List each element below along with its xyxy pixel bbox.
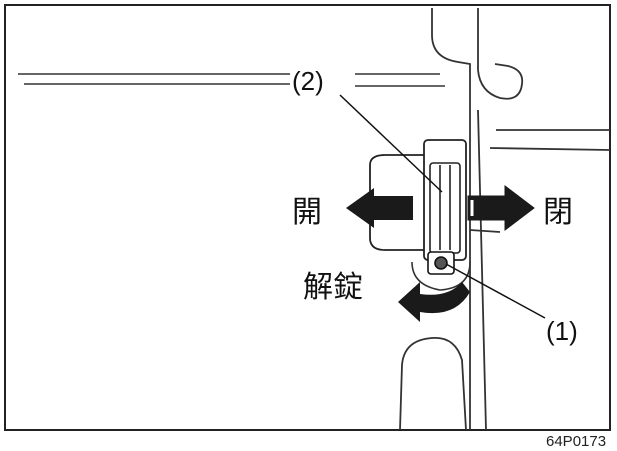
unlock-arrow-icon xyxy=(398,282,470,322)
lock-knob xyxy=(429,162,461,254)
door-pillar xyxy=(431,8,611,431)
lower-panel-outline xyxy=(399,337,467,431)
leader-line-1 xyxy=(445,263,546,319)
lock-screw xyxy=(427,251,455,275)
open-label: 開 xyxy=(292,195,322,230)
callout-1-label: (1) xyxy=(546,316,578,346)
figure-code: 64P0173 xyxy=(546,433,606,450)
unlock-label: 解錠 xyxy=(303,270,363,305)
close-label: 閉 xyxy=(543,195,573,230)
leader-line-2 xyxy=(339,94,443,193)
close-arrow-icon xyxy=(467,184,535,232)
open-arrow-icon xyxy=(346,188,413,228)
callout-2-label: (2) xyxy=(292,66,324,96)
door-edge-lines xyxy=(18,73,445,87)
